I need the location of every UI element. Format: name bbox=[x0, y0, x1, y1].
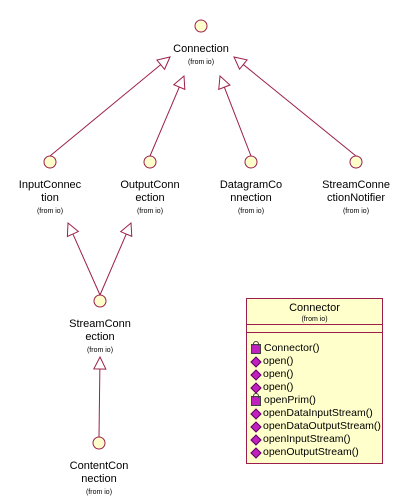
connector-class-header: Connector (from io) bbox=[247, 299, 382, 325]
generalization-line-stream-connection-notifier-to-connection[interactable] bbox=[243, 64, 357, 157]
public-operation-icon bbox=[250, 381, 262, 394]
public-operation-icon bbox=[250, 420, 262, 433]
generalization-arrowhead-input-connection-to-connection bbox=[156, 56, 171, 71]
edges-layer bbox=[49, 56, 357, 438]
interface-name-line: Connection bbox=[173, 43, 229, 55]
generalization-arrowhead-content-connection-to-stream-connection bbox=[93, 355, 107, 370]
interface-lollipop-icon bbox=[92, 436, 106, 450]
interface-lollipop-icon bbox=[194, 19, 208, 33]
interface-connection[interactable]: Connection (from io) bbox=[173, 19, 229, 66]
connector-operation-name: open() bbox=[263, 381, 294, 393]
interface-name-line: DatagramCo bbox=[220, 179, 282, 191]
connector-attributes-compartment bbox=[247, 325, 382, 333]
connector-operation-name: openDataOutputStream() bbox=[263, 420, 381, 432]
public-operation-icon bbox=[250, 446, 262, 459]
connector-operation-row[interactable]: Connector() bbox=[251, 340, 382, 355]
connector-operations-compartment: Connector()open()open()open()openPrim()o… bbox=[247, 333, 382, 459]
connector-operation-row[interactable]: open() bbox=[250, 381, 382, 394]
connector-operation-row[interactable]: open() bbox=[250, 368, 382, 381]
interface-package-label: (from io) bbox=[238, 208, 264, 215]
generalization-line-output-connection-to-connection[interactable] bbox=[149, 86, 180, 157]
public-operation-icon bbox=[250, 433, 262, 446]
interface-name-line: OutputConn bbox=[120, 179, 179, 191]
connector-operation-name: Connector() bbox=[264, 342, 320, 354]
interface-package-label: (from io) bbox=[37, 208, 63, 215]
generalization-arrowhead-output-connection-to-connection bbox=[172, 74, 186, 91]
connector-operation-row[interactable]: openPrim() bbox=[251, 392, 382, 407]
connector-operation-name: open() bbox=[263, 368, 294, 380]
interface-package-label: (from io) bbox=[137, 208, 163, 215]
generalization-arrowhead-stream-connection-notifier-to-connection bbox=[233, 56, 248, 71]
public-operation-icon bbox=[250, 355, 262, 368]
protected-operation-icon bbox=[251, 340, 261, 354]
interface-name-line: ctionNotifier bbox=[327, 192, 385, 204]
interface-name-line: ContentCon bbox=[70, 460, 129, 472]
connector-operation-name: openDataInputStream() bbox=[263, 407, 373, 419]
connector-operation-name: openOutputStream() bbox=[263, 446, 359, 458]
generalization-line-datagram-connection-to-connection[interactable] bbox=[223, 87, 252, 157]
connector-operation-row[interactable]: open() bbox=[250, 355, 382, 368]
interface-package-label: (from io) bbox=[86, 489, 112, 496]
connector-class-box[interactable]: Connector (from io) Connector()open()ope… bbox=[246, 298, 383, 464]
generalization-arrowhead-stream-connection-to-input-connection bbox=[66, 221, 80, 238]
generalization-line-stream-connection-to-input-connection[interactable] bbox=[72, 233, 101, 296]
interface-lollipop-icon bbox=[143, 155, 157, 169]
interface-package-label: (from io) bbox=[87, 347, 113, 354]
interface-lollipop-icon bbox=[43, 155, 57, 169]
interface-name-line: ection bbox=[135, 192, 164, 204]
interface-name-line: StreamConne bbox=[322, 179, 390, 191]
connector-operation-name: openPrim() bbox=[264, 394, 316, 406]
protected-operation-icon bbox=[251, 392, 261, 406]
connector-operation-name: open() bbox=[263, 355, 294, 367]
interface-lollipop-icon bbox=[349, 155, 363, 169]
generalization-line-stream-connection-to-output-connection[interactable] bbox=[99, 233, 127, 296]
connector-operation-row[interactable]: openDataOutputStream() bbox=[250, 420, 382, 433]
interface-name-line: InputConnec bbox=[19, 179, 82, 191]
generalization-arrowhead-stream-connection-to-output-connection bbox=[119, 221, 133, 238]
interface-name-line: StreamConn bbox=[69, 318, 131, 330]
connector-operation-row[interactable]: openOutputStream() bbox=[250, 446, 382, 459]
interface-name-line: nection bbox=[81, 473, 116, 485]
interface-package-label: (from io) bbox=[188, 59, 214, 66]
public-operation-icon bbox=[250, 368, 262, 381]
generalization-line-content-connection-to-stream-connection[interactable] bbox=[98, 368, 101, 438]
connector-operation-name: openInputStream() bbox=[263, 433, 351, 445]
interface-name-line: ection bbox=[85, 331, 114, 343]
connector-class-name: Connector bbox=[289, 302, 340, 314]
interface-lollipop-icon bbox=[93, 294, 107, 308]
connector-class-from: (from io) bbox=[301, 316, 328, 323]
interface-package-label: (from io) bbox=[343, 208, 369, 215]
public-operation-icon bbox=[250, 407, 262, 420]
interface-lollipop-icon bbox=[244, 155, 258, 169]
interface-name-line: tion bbox=[41, 192, 59, 204]
generalization-line-input-connection-to-connection[interactable] bbox=[49, 64, 162, 157]
connector-operation-row[interactable]: openDataInputStream() bbox=[250, 407, 382, 420]
generalization-arrowhead-datagram-connection-to-connection bbox=[218, 74, 231, 91]
interface-name-line: nnection bbox=[230, 192, 272, 204]
connector-operation-row[interactable]: openInputStream() bbox=[250, 433, 382, 446]
